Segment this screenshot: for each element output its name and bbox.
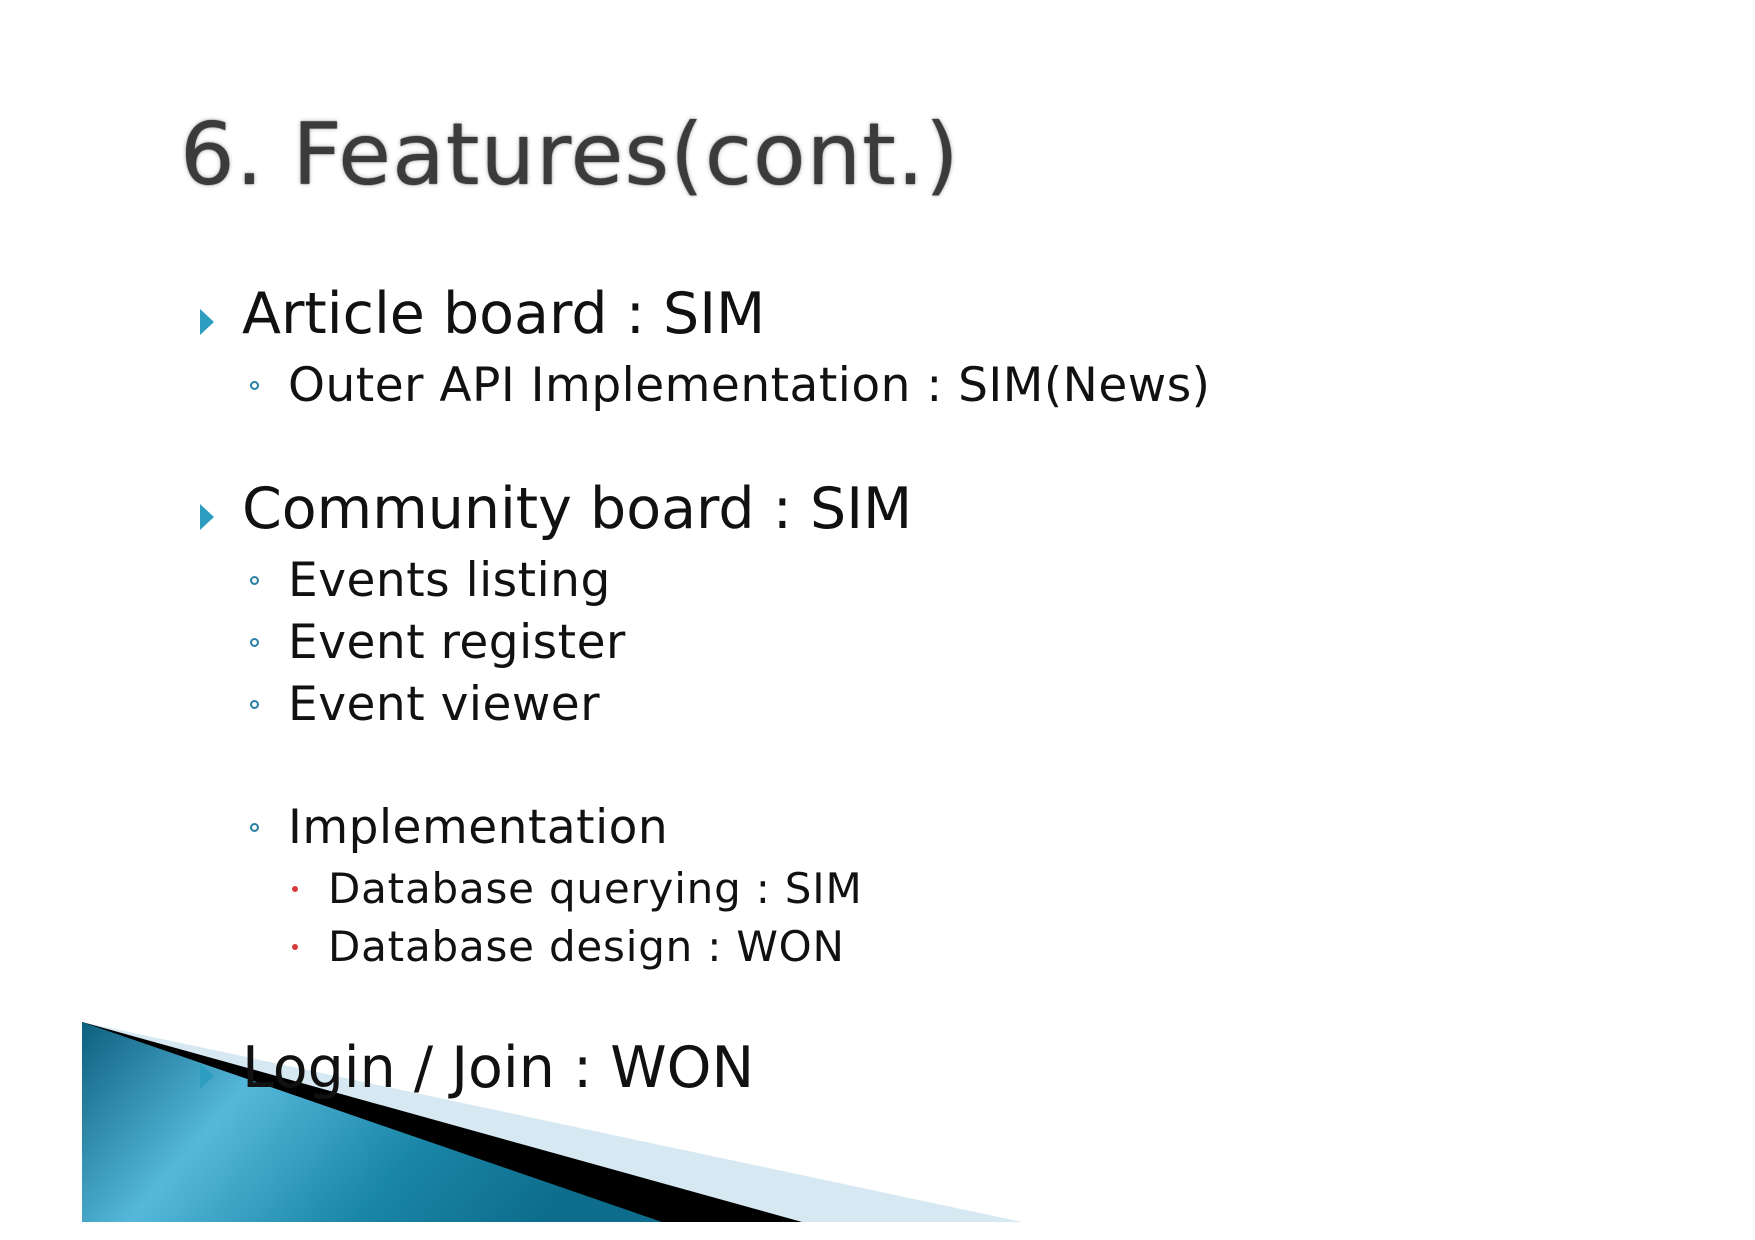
- bullet-text: Implementation: [288, 800, 669, 855]
- bullet-text: Database querying : SIM: [328, 864, 863, 913]
- dot-bullet-icon: [292, 886, 298, 892]
- corner-decoration: [82, 1022, 1022, 1222]
- triangle-bullet-icon: [200, 503, 214, 530]
- triangle-bullet-icon: [200, 1062, 214, 1089]
- bullet-text: Article board : SIM: [242, 281, 766, 347]
- bullet-text: Event viewer: [288, 677, 601, 732]
- circle-bullet-icon: [250, 575, 259, 585]
- bullet-text: Database design : WON: [328, 922, 845, 971]
- bullet-text: Events listing: [288, 553, 611, 608]
- circle-bullet-icon: [250, 699, 259, 709]
- bullet-text: Login / Join : WON: [242, 1035, 755, 1101]
- circle-bullet-icon: [250, 380, 259, 390]
- bullet-text: Outer API Implementation : SIM(News): [288, 358, 1211, 413]
- bullet-text: Community board : SIM: [242, 476, 913, 542]
- dot-bullet-icon: [292, 944, 298, 950]
- circle-bullet-icon: [250, 637, 259, 647]
- slide-title: 6. Features(cont.): [180, 105, 960, 205]
- circle-bullet-icon: [250, 822, 259, 832]
- triangle-bullet-icon: [200, 308, 214, 335]
- bullet-text: Event register: [288, 615, 626, 670]
